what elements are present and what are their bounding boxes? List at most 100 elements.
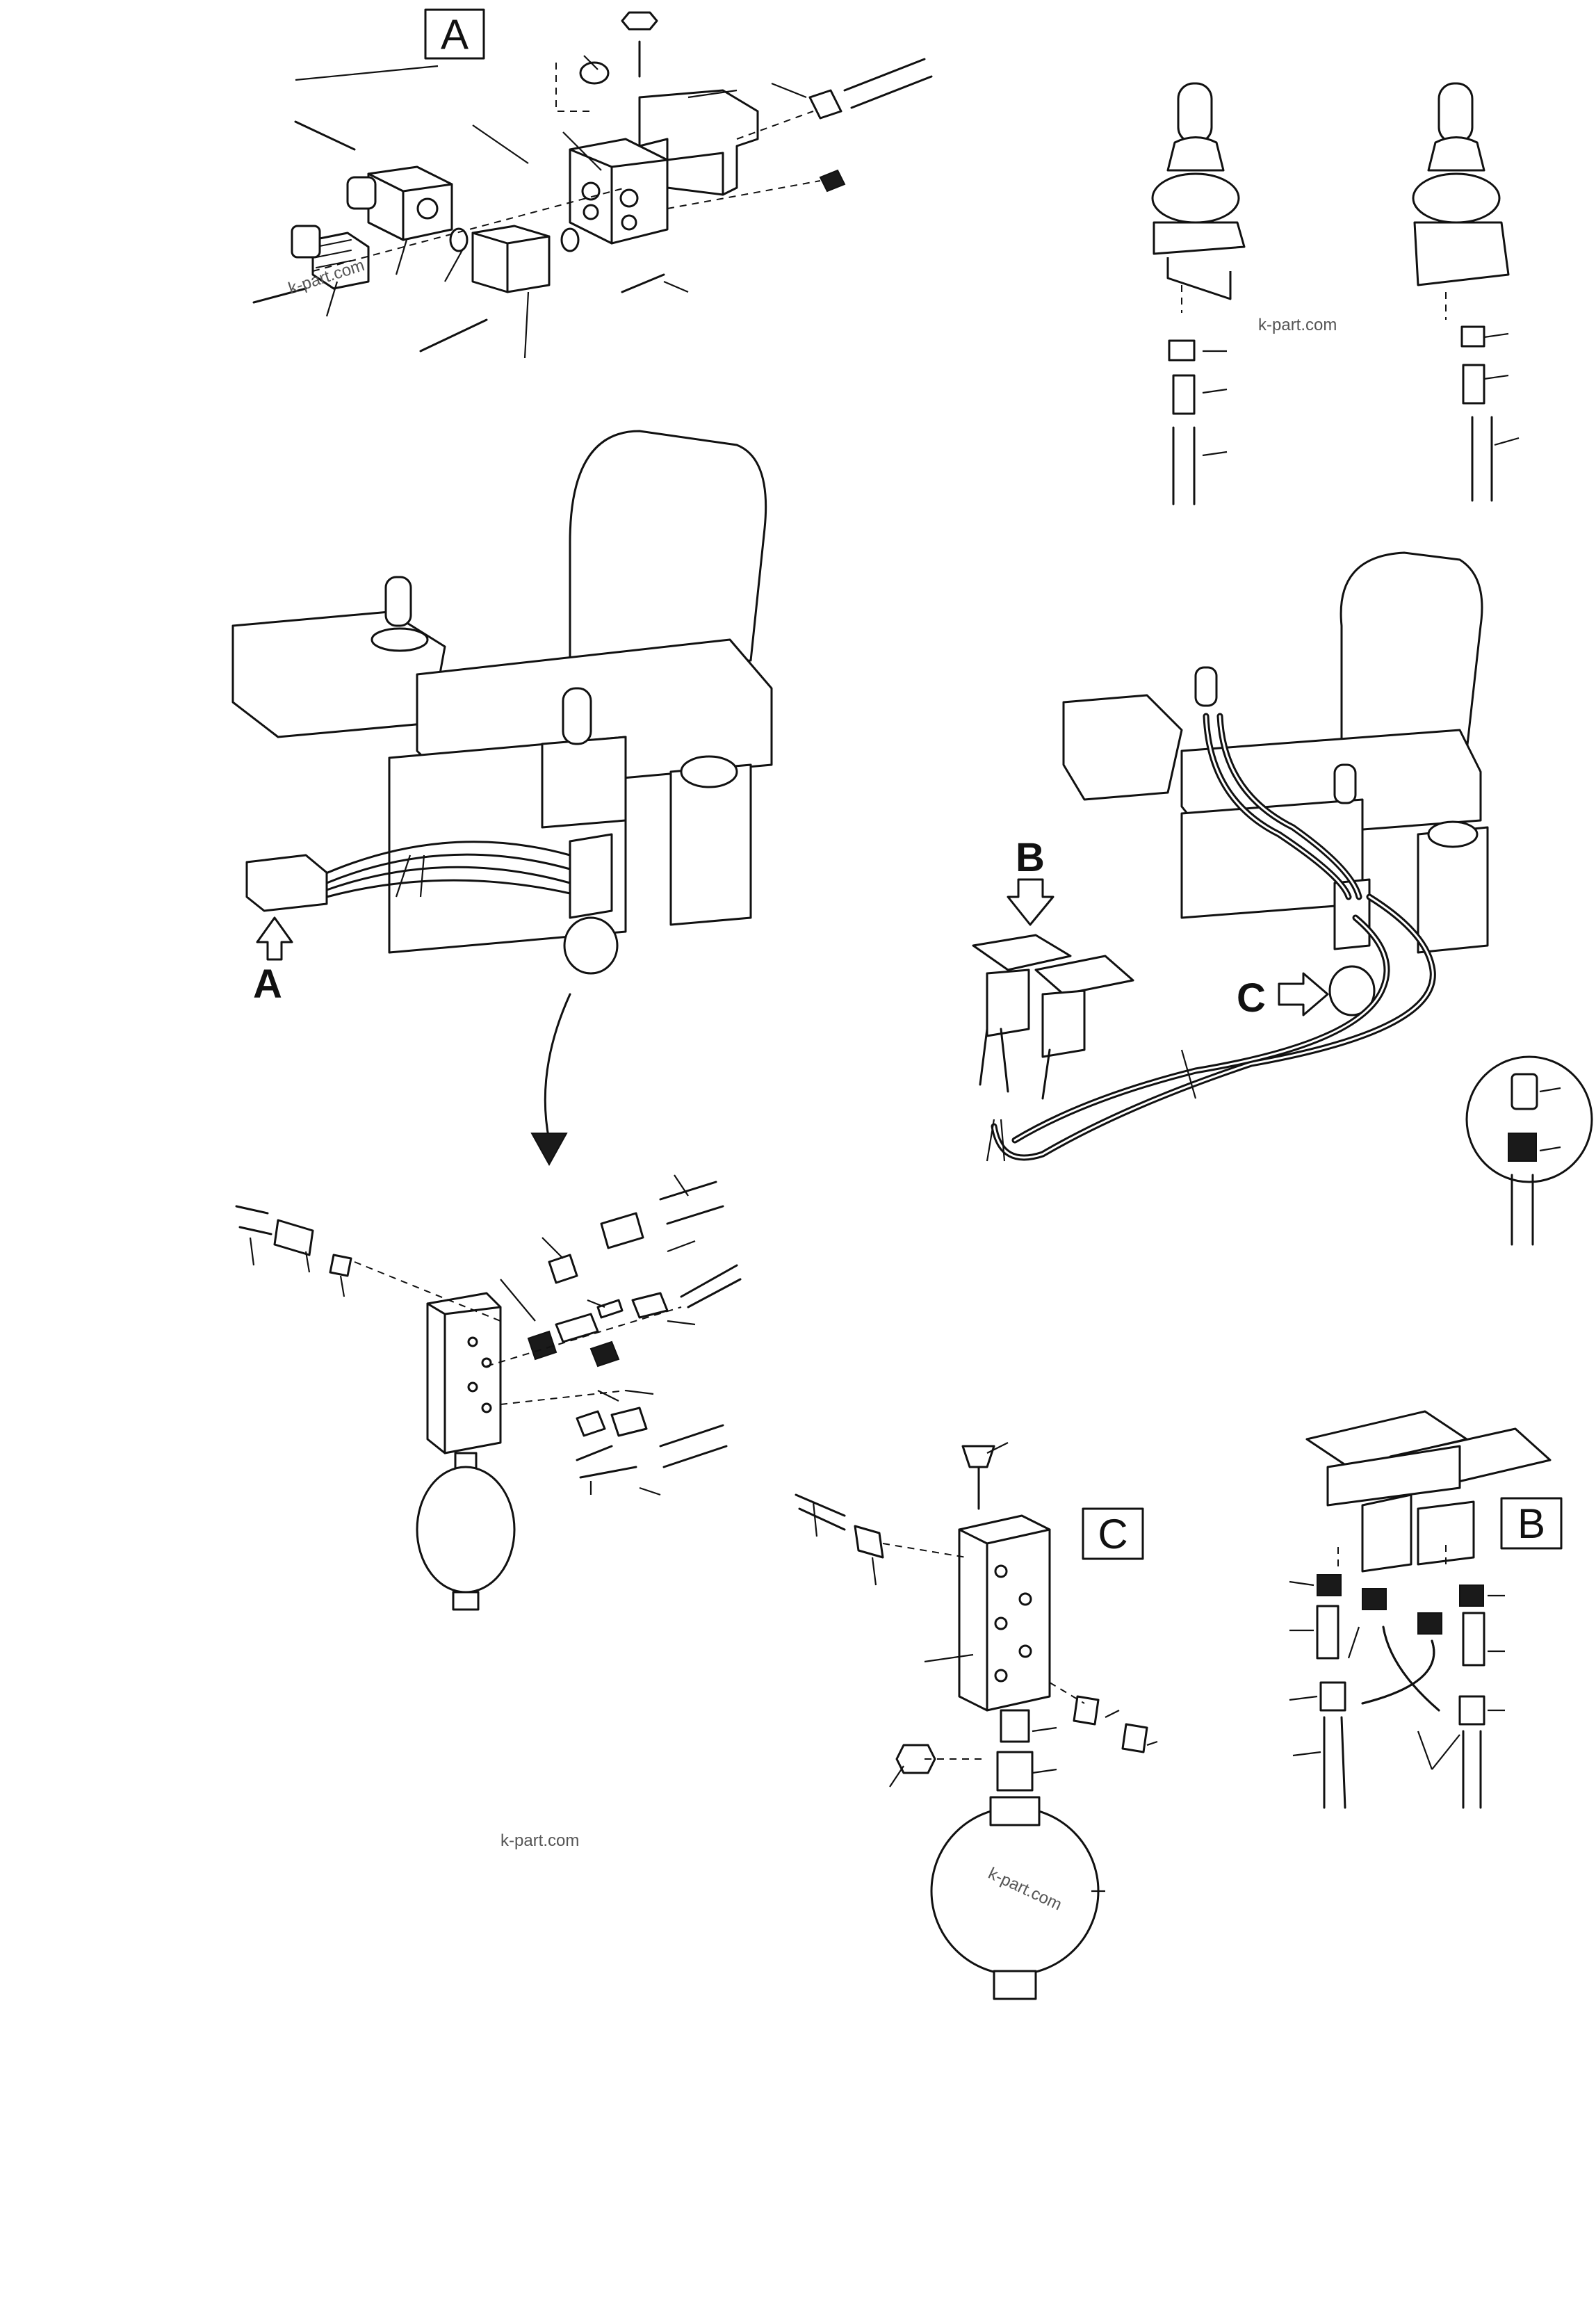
bolt-right	[621, 273, 665, 293]
fitting	[610, 1407, 648, 1437]
pilot-manifold	[569, 833, 613, 919]
view-b-label-box	[1500, 1497, 1563, 1550]
view-a-exploded-valve: A	[252, 8, 933, 359]
view-a-arrow-label: A	[253, 962, 282, 1007]
long-bolt	[294, 120, 356, 151]
joystick-grip	[1438, 82, 1474, 144]
right-control-pod	[541, 736, 627, 829]
joystick-right	[562, 687, 592, 745]
accumulator	[416, 1466, 516, 1594]
manifold-block	[426, 1292, 502, 1454]
fitting	[808, 89, 842, 120]
joystick-grip	[1177, 82, 1213, 144]
fitting	[854, 1525, 884, 1559]
bolt-head	[961, 1445, 995, 1468]
hose	[1323, 1716, 1482, 1809]
tube	[795, 1493, 846, 1531]
view-c-arrow	[1278, 972, 1329, 1016]
hose	[659, 1424, 728, 1468]
hose	[680, 1264, 742, 1308]
adapter-fitting	[1168, 339, 1196, 362]
watermark: k-part.com	[1258, 316, 1337, 334]
joystick-left	[1194, 666, 1218, 707]
left-armrest-console	[1062, 694, 1183, 801]
fitting	[527, 1330, 557, 1361]
hose	[1471, 416, 1493, 502]
fitting	[1459, 1584, 1484, 1607]
joystick-base	[1413, 221, 1510, 286]
short-bolt	[252, 287, 307, 304]
pilot-hoses	[318, 841, 571, 898]
view-b-arrow	[1007, 878, 1054, 926]
view-a-arrow	[256, 916, 293, 961]
fitting	[1317, 1574, 1342, 1596]
electrical-connector	[311, 232, 370, 290]
seat-assembly-left: A	[231, 430, 773, 1167]
pedal-plate	[972, 934, 1072, 971]
accumulator	[563, 916, 619, 975]
joystick-right	[1333, 763, 1357, 804]
tube	[235, 1205, 272, 1235]
joystick-right-exploded	[1412, 82, 1520, 502]
seat-backrest	[569, 430, 767, 669]
tube	[1316, 1605, 1340, 1660]
tube	[1462, 1612, 1485, 1667]
coil-body	[367, 165, 453, 241]
view-b-label: B	[1517, 1500, 1545, 1547]
fitting	[1362, 1588, 1387, 1610]
hose	[1172, 426, 1196, 505]
tee-fitting	[1319, 1681, 1346, 1712]
view-b-arrow-label: B	[1016, 835, 1045, 880]
fitting	[1000, 1709, 1030, 1743]
side-box	[669, 763, 752, 926]
view-c-label-box	[1082, 1507, 1144, 1560]
manifold-exploded-left	[235, 1174, 742, 1611]
hose-end	[1172, 374, 1196, 415]
view-a-label-box	[424, 8, 485, 60]
solenoid-valve	[245, 854, 328, 912]
mounting-bracket	[638, 89, 759, 196]
joystick-boot	[1412, 172, 1501, 224]
view-a-label: A	[441, 11, 469, 58]
fitting	[1417, 1612, 1442, 1635]
pedal-valve	[1041, 989, 1086, 1058]
pilot-manifold	[1333, 878, 1371, 950]
view-c-label: C	[1098, 1511, 1127, 1557]
fitting	[1073, 1695, 1100, 1726]
seat-assembly-right: B C	[972, 551, 1593, 1246]
manifold-block	[958, 1514, 1051, 1712]
o-ring	[560, 227, 580, 252]
pedal-plate	[1034, 955, 1134, 996]
detail-inset	[1465, 1055, 1593, 1183]
fitting	[576, 1410, 606, 1437]
adapter	[996, 1751, 1034, 1792]
hose	[659, 1181, 724, 1225]
accumulator	[1328, 965, 1376, 1016]
hose-end	[1462, 364, 1485, 405]
joystick-left-exploded	[1151, 82, 1246, 505]
fitting	[555, 1313, 599, 1343]
tube	[843, 58, 933, 109]
nut	[1508, 1133, 1537, 1162]
view-c-arrow-label: C	[1237, 975, 1266, 1021]
fitting	[600, 1212, 644, 1249]
cap	[895, 1744, 936, 1774]
joystick-boot	[1151, 172, 1240, 224]
pedal-valve	[986, 968, 1030, 1037]
adapter-fitting	[1460, 325, 1485, 348]
pedal-valve	[1361, 1493, 1412, 1573]
bolt-lower	[419, 318, 488, 352]
o-ring	[449, 227, 469, 252]
hose-fitting	[273, 1219, 314, 1256]
tube	[1510, 1174, 1534, 1246]
pedal-valve	[1417, 1500, 1475, 1566]
joystick-left	[384, 576, 412, 627]
plug	[579, 61, 610, 85]
tee-fitting	[1458, 1695, 1485, 1726]
seat-backrest	[1340, 551, 1483, 759]
view-b-exploded-pedals: B	[1289, 1410, 1563, 1809]
adapter	[329, 1254, 352, 1277]
watermark: k-part.com	[500, 1831, 579, 1850]
